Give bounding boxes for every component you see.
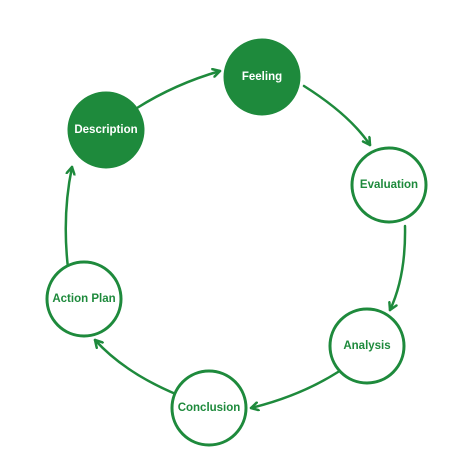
node-evaluation-circle bbox=[350, 146, 428, 224]
node-action-plan: Action Plan bbox=[45, 260, 123, 338]
node-analysis: Analysis bbox=[328, 307, 406, 385]
arrow-feeling-to-evaluation bbox=[302, 84, 372, 147]
node-feeling-circle bbox=[223, 38, 301, 116]
node-action-plan-label: Action Plan bbox=[52, 293, 115, 305]
node-action-plan-circle bbox=[45, 260, 123, 338]
arrow-analysis-to-conclusion bbox=[249, 370, 340, 408]
arrow-description-to-feeling bbox=[135, 71, 222, 110]
arrow-action-plan-to-description bbox=[64, 165, 72, 270]
node-analysis-circle bbox=[328, 307, 406, 385]
arrow-evaluation-to-analysis bbox=[390, 224, 407, 312]
node-conclusion: Conclusion bbox=[170, 369, 248, 447]
node-conclusion-circle bbox=[170, 369, 248, 447]
node-analysis-label: Analysis bbox=[343, 340, 390, 352]
node-feeling-label: Feeling bbox=[242, 71, 282, 83]
arrow-conclusion-to-action-plan bbox=[93, 338, 180, 397]
node-description-label: Description bbox=[74, 124, 137, 136]
node-evaluation-label: Evaluation bbox=[360, 179, 418, 191]
node-description-circle bbox=[67, 91, 145, 169]
node-description: Description bbox=[67, 91, 145, 169]
node-feeling: Feeling bbox=[223, 38, 301, 116]
node-evaluation: Evaluation bbox=[350, 146, 428, 224]
node-conclusion-label: Conclusion bbox=[178, 402, 241, 414]
